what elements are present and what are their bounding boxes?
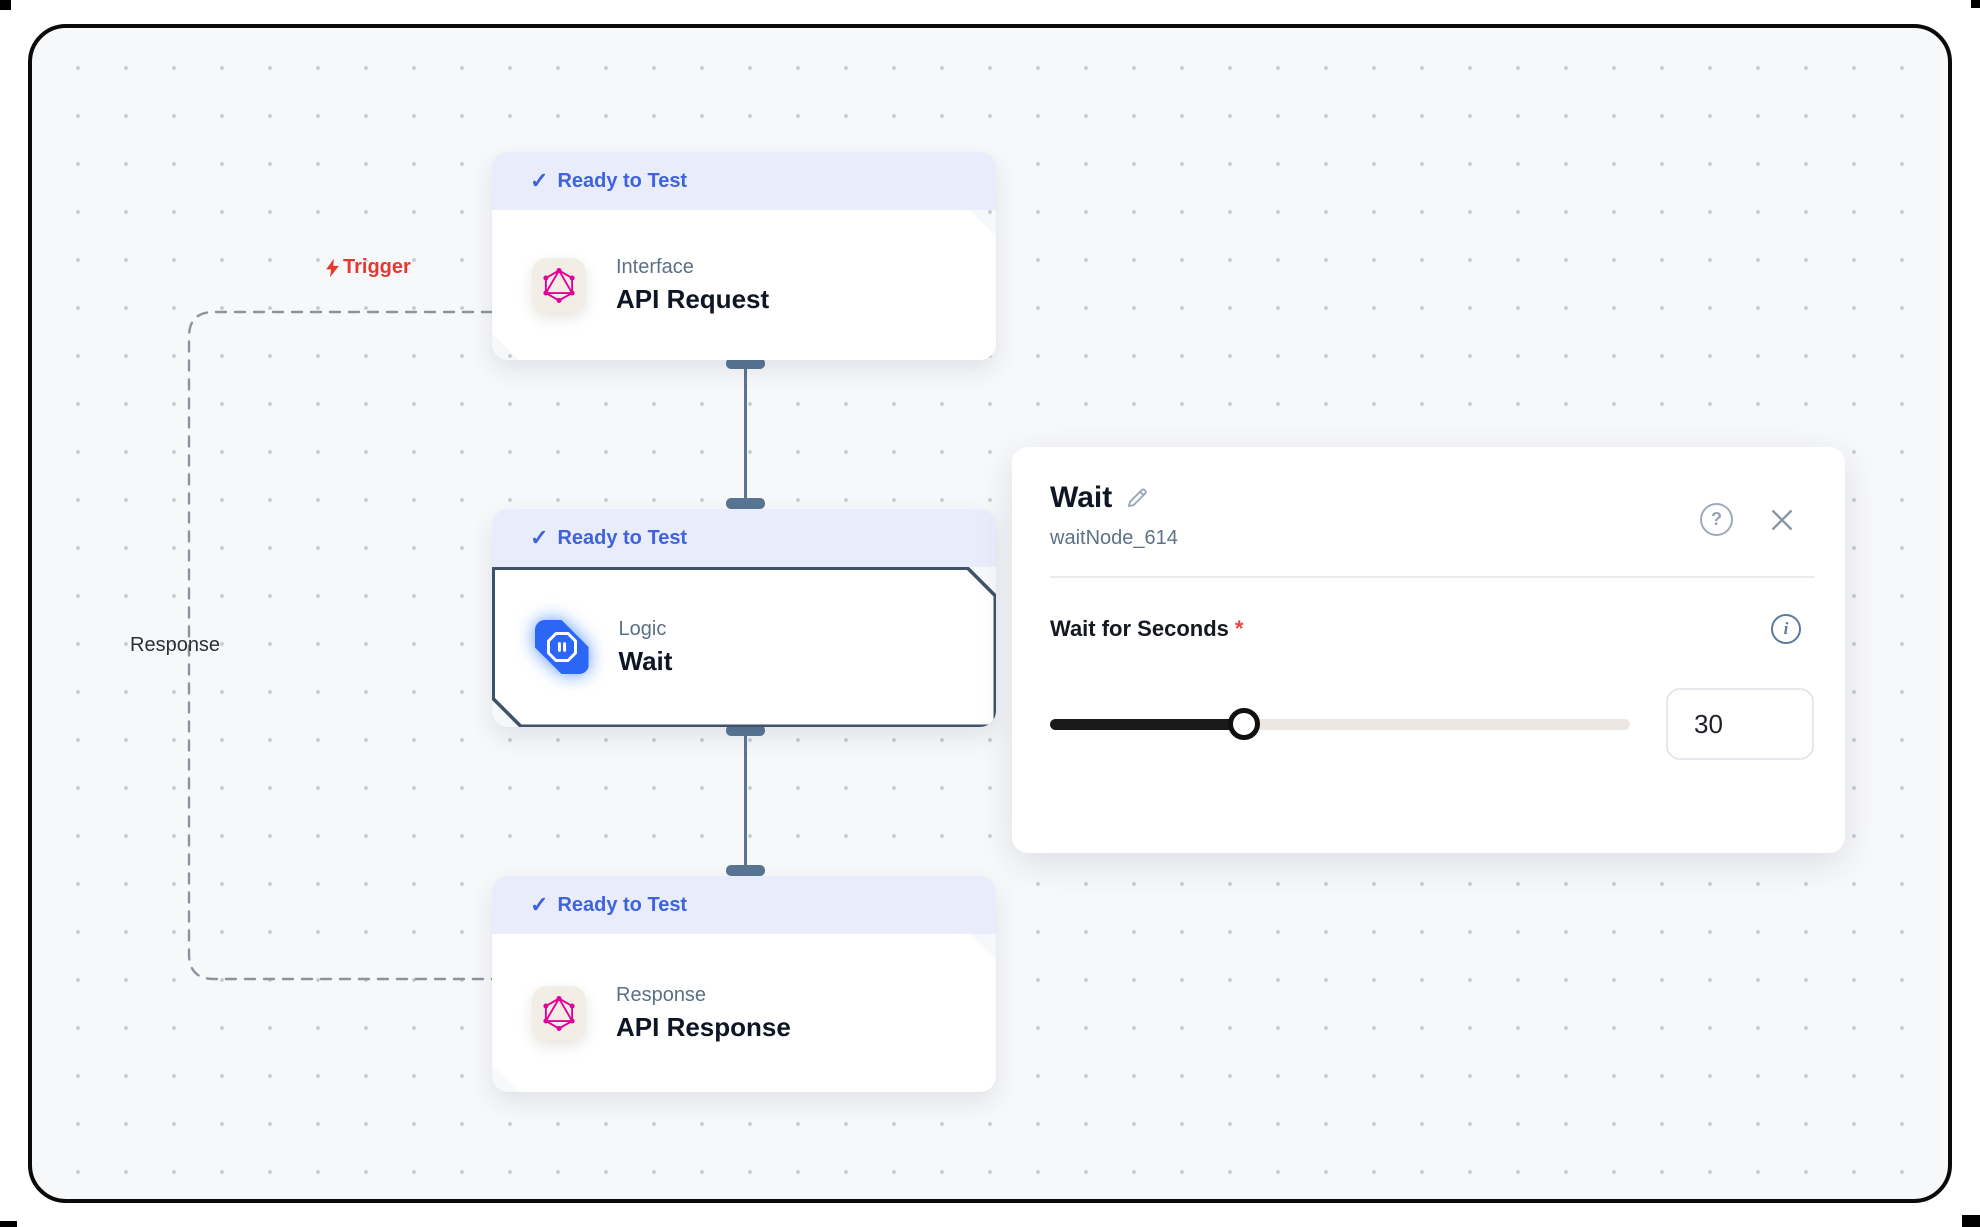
node-category: Interface — [616, 255, 694, 278]
status-badge: ✓ Ready to Test — [492, 876, 996, 934]
required-asterisk: * — [1234, 616, 1244, 641]
connector-line — [744, 360, 747, 509]
panel-title: Wait — [1050, 481, 1113, 514]
lightning-bolt-icon — [326, 258, 339, 277]
screen-corner-artifact — [1971, 0, 1980, 8]
screen-corner-artifact — [0, 0, 11, 10]
close-icon[interactable] — [1767, 505, 1797, 535]
connector-endpoint[interactable] — [726, 725, 765, 736]
node-category: Response — [616, 983, 707, 1006]
node-properties-panel: Wait waitNode_614 ? Wait for Seconds* i — [1012, 447, 1845, 853]
node-title: API Response — [616, 1011, 791, 1042]
screen-corner-artifact — [0, 1221, 17, 1227]
status-badge: ✓ Ready to Test — [492, 152, 996, 210]
screen-corner-artifact — [1962, 1215, 1980, 1227]
check-icon: ✓ — [530, 892, 549, 917]
field-label: Wait for Seconds — [1050, 616, 1229, 641]
node-card[interactable]: Logic Wait — [495, 570, 994, 725]
response-edge-label: Response — [130, 634, 221, 656]
check-icon: ✓ — [530, 525, 549, 550]
check-icon: ✓ — [530, 168, 549, 193]
connector-endpoint[interactable] — [726, 865, 765, 876]
graphql-icon — [532, 986, 586, 1040]
node-wait[interactable]: ✓ Ready to Test L — [492, 509, 996, 727]
status-badge-label: Ready to Test — [557, 893, 688, 916]
connector-endpoint[interactable] — [726, 498, 765, 509]
slider-fill — [1050, 718, 1245, 730]
node-api-response[interactable]: ✓ Ready to Test — [492, 876, 996, 1092]
node-card[interactable]: Response API Response — [492, 934, 996, 1092]
response-edge-path — [187, 310, 494, 981]
help-icon[interactable]: ? — [1700, 503, 1733, 536]
slider-thumb[interactable] — [1228, 708, 1261, 740]
status-badge: ✓ Ready to Test — [492, 509, 996, 567]
pause-octagon-icon — [535, 620, 589, 674]
status-badge-label: Ready to Test — [557, 526, 688, 549]
connector-line — [744, 727, 747, 876]
edit-pencil-icon[interactable] — [1124, 485, 1150, 511]
node-api-request[interactable]: ✓ Ready to Test — [492, 152, 996, 360]
node-title: API Request — [616, 283, 770, 314]
connector-endpoint[interactable] — [726, 358, 765, 369]
selected-node-border: Logic Wait — [492, 567, 996, 727]
wait-seconds-input[interactable] — [1666, 688, 1814, 760]
trigger-edge-label: Trigger — [324, 256, 411, 279]
workflow-canvas[interactable]: Trigger Response ✓ Ready to Test — [28, 24, 1952, 1203]
panel-divider — [1050, 576, 1815, 578]
node-card[interactable]: Interface API Request — [492, 210, 996, 360]
node-category: Logic — [618, 617, 667, 640]
node-title: Wait — [618, 645, 673, 676]
status-badge-label: Ready to Test — [557, 169, 688, 192]
info-icon[interactable]: i — [1771, 614, 1801, 644]
graphql-icon — [532, 258, 586, 312]
node-id-label: waitNode_614 — [1050, 527, 1178, 549]
wait-seconds-slider[interactable] — [1050, 708, 1630, 740]
